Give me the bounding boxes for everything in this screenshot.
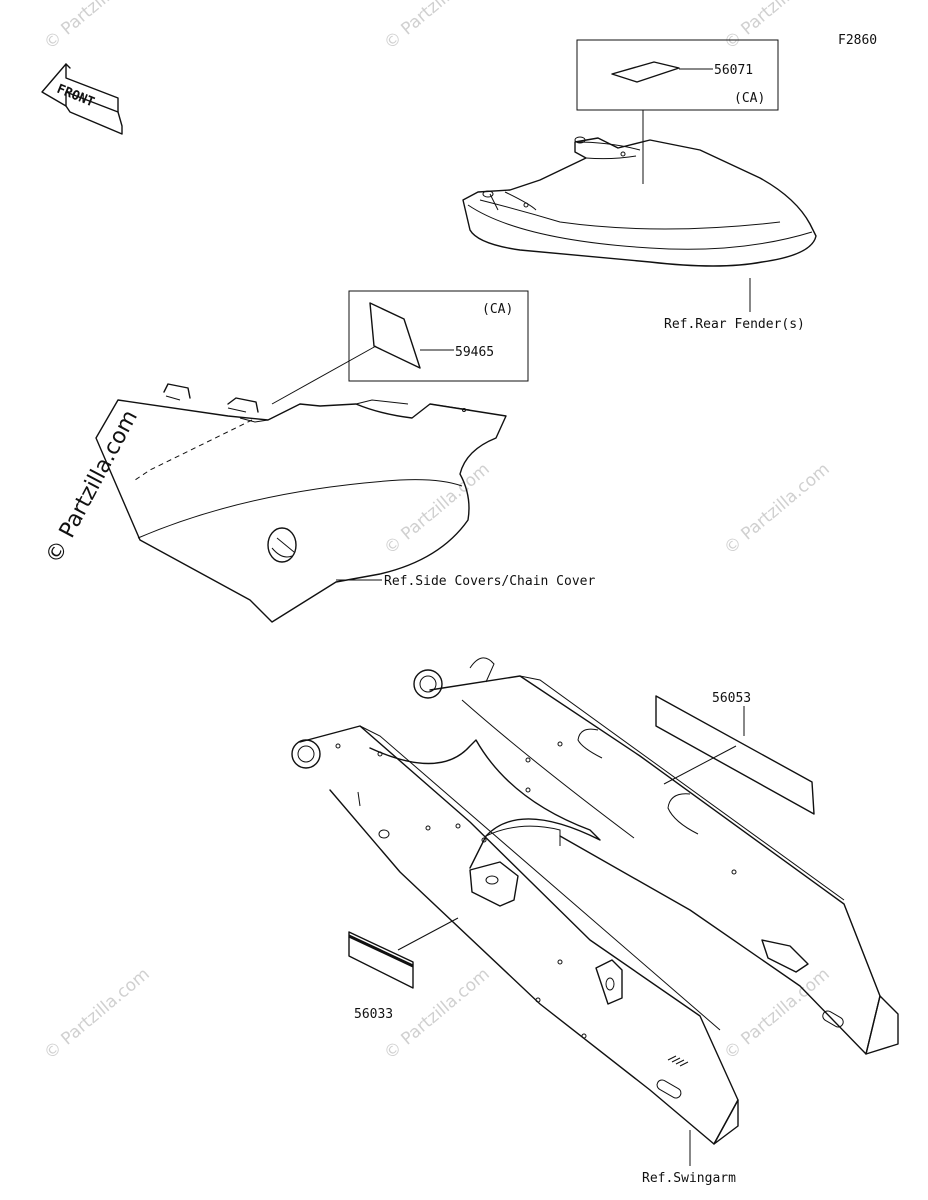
part-variant-56071: (CA): [734, 91, 765, 106]
label-56033-shape: [348, 931, 414, 989]
part-box-56071: [576, 39, 779, 111]
watermark-side: © Partzilla.com: [41, 406, 143, 568]
ref-swingarm: Ref.Swingarm: [642, 1171, 736, 1186]
swingarm-pivot-right: [413, 669, 443, 699]
front-arrow-label: FRONT: [55, 82, 97, 111]
part-variant-59465: (CA): [482, 302, 513, 317]
part-number-56053: 56053: [712, 691, 751, 706]
rear-fender-outline: [462, 137, 817, 267]
swingarm-pivot-left: [291, 739, 321, 769]
label-56053-shape: [655, 695, 815, 815]
side-cover-outline: [95, 399, 507, 623]
watermark-tile: © Partzilla.com: [720, 459, 833, 559]
watermark-tile: © Partzilla.com: [380, 0, 493, 54]
part-number-56033: 56033: [354, 1007, 393, 1022]
ref-side-covers: Ref.Side Covers/Chain Cover: [384, 574, 595, 589]
watermark-tile: © Partzilla.com: [380, 459, 493, 559]
watermark-tile: © Partzilla.com: [380, 964, 493, 1064]
diagram-id: F2860: [838, 33, 877, 48]
label-56071-shape: [611, 61, 680, 83]
watermark-tiles: © Partzilla.com © Partzilla.com © Partzi…: [40, 0, 833, 1064]
watermark-tile: © Partzilla.com: [40, 964, 153, 1064]
side-cover-group: 59465 (CA) Ref.Side Covers/Chain Cover: [95, 290, 595, 623]
swingarm-left-arm: [299, 725, 739, 1145]
watermark-tile: © Partzilla.com: [720, 964, 833, 1064]
side-cover-grommet: [267, 527, 297, 563]
watermark-tile: © Partzilla.com: [720, 0, 833, 54]
part-number-59465: 59465: [455, 345, 494, 360]
rear-fender-group: 56071 (CA) Ref.Rear Fender(s): [462, 39, 817, 332]
part-box-59465: [348, 290, 529, 382]
part-number-56071: 56071: [714, 63, 753, 78]
ref-rear-fender: Ref.Rear Fender(s): [664, 317, 805, 332]
swingarm-group: 56053 56033: [291, 657, 899, 1186]
watermark-tile: © Partzilla.com: [40, 0, 153, 54]
label-59465-shape: [369, 302, 421, 369]
front-arrow-icon: FRONT: [41, 63, 123, 135]
